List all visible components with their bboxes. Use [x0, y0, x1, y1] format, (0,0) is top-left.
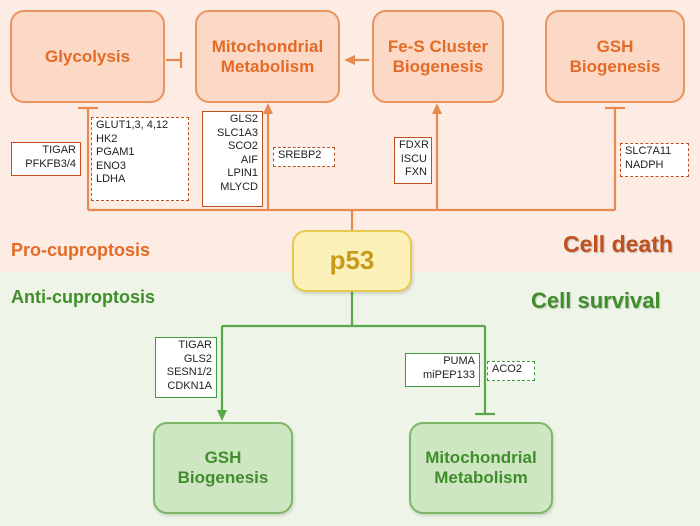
p53-node: p53: [292, 230, 412, 292]
glycolysis-node: Glycolysis: [10, 10, 165, 103]
pro-cuproptosis-label: Pro-cuproptosis: [11, 240, 151, 260]
gsh-biogenesis-bottom-node: GSH Biogenesis: [153, 422, 293, 514]
mitochondrial-metabolism-bottom-node: Mitochondrial Metabolism: [409, 422, 553, 514]
srebp2-gene: SREBP2: [273, 147, 335, 167]
cell-death-label: Cell death: [563, 231, 673, 257]
mitochondrial-genes: GLS2 SLC1A3 SCO2 AIF LPIN1 MLYCD: [202, 111, 263, 207]
glycolysis-genes: GLUT1,3, 4,12 HK2 PGAM1 ENO3 LDHA: [91, 117, 189, 201]
fes-arrowhead: [432, 103, 442, 114]
anti-cuproptosis-region: [0, 272, 700, 526]
aco2-gene: ACO2: [487, 361, 535, 381]
gsh-biogenesis-top-node: GSH Biogenesis: [545, 10, 685, 103]
mitochondrial-metabolism-top-node: Mitochondrial Metabolism: [195, 10, 340, 103]
fe-s-cluster-biogenesis-node: Fe-S Cluster Biogenesis: [372, 10, 504, 103]
fes-to-mito-arrowhead: [344, 55, 355, 65]
gsh-top-genes: SLC7A11 NADPH: [620, 143, 689, 177]
anti-cuproptosis-label: Anti-cuproptosis: [11, 287, 155, 307]
fe-s-genes: FDXR ISCU FXN: [394, 137, 432, 184]
cell-survival-label: Cell survival: [531, 288, 661, 313]
tigar-pfkfb-genes: TIGAR PFKFB3/4: [11, 142, 81, 176]
puma-mipep133-genes: PUMA miPEP133: [405, 353, 480, 387]
gsh-bottom-arrowhead: [217, 410, 227, 421]
gsh-bottom-genes: TIGAR GLS2 SESN1/2 CDKN1A: [155, 337, 217, 398]
mito-arrowhead: [263, 103, 273, 114]
